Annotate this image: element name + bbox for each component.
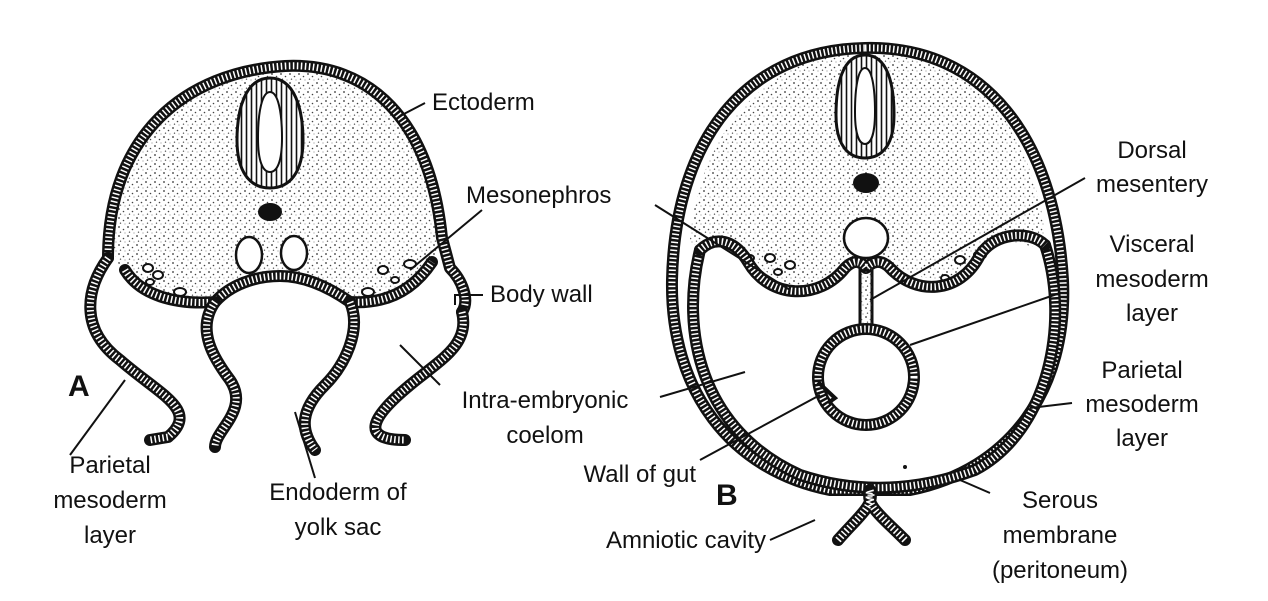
panel-a-mesoderm-margin [119,256,438,309]
panel-a-mesonephric-tubules-left [142,263,187,297]
panel-a-ectoderm [102,59,472,318]
leader-endoderm [294,411,316,479]
label-b-layer: layer [1116,425,1168,452]
panel-a-aorta-left [234,235,264,275]
panel-b-parietal-inner [687,239,1062,494]
label-peritoneum: (peritoneum) [992,557,1128,584]
panel-b-notochord [853,173,879,193]
panel-a-notochord [258,203,282,221]
label-wall-of-gut: Wall of gut [584,461,697,488]
panel-a-yolk-sac-endoderm [200,296,360,456]
leader-intra-coelom [399,344,441,386]
label-visceral-mesoderm: mesoderm [1095,266,1208,293]
panel-a-neural-canal [256,90,284,174]
panel-b-mesentery-fill [860,268,872,335]
panel-a-parietal-left [84,252,186,446]
label-intra-embryonic: Intra-embryonic [462,387,629,414]
panel-a-parietal-right [369,306,470,446]
panel-b-mesoderm-tissue [690,47,1045,286]
label-visceral-layer: layer [1126,300,1178,327]
leader-mesonephros-b [654,204,791,291]
label-a-parietal: Parietal [69,452,150,479]
panel-b: B Dorsal mesentery Visceral mesoderm lay… [584,41,1209,584]
leader-ectoderm [399,102,426,117]
panel-b-neural-canal [853,66,877,146]
panel-b-letter: B [716,479,738,512]
leader-visceral [909,292,1061,346]
label-a-layer: layer [84,522,136,549]
panel-a-aorta-right [279,234,309,272]
leader-mesonephros [409,209,483,271]
label-serous: Serous [1022,487,1098,514]
leader-parietal-b [1029,402,1073,409]
label-visceral: Visceral [1110,231,1195,258]
leader-dorsal-mesentery [869,177,1086,301]
leader-parietal-a [69,379,126,456]
panel-b-visceral-layer [694,229,1051,298]
panel-a-mesonephric-tubules-right [361,259,417,297]
label-coelom: coelom [506,422,583,449]
label-body-wall: Body wall [490,281,593,308]
panel-b-speck [903,465,907,469]
panel-b-gut-notch [816,380,839,405]
leader-serous [959,479,991,494]
leader-wall-of-gut [699,394,821,461]
panel-b-gut-wall [812,323,920,431]
panel-a-letter: A [68,370,90,403]
label-b-mesoderm: mesoderm [1085,391,1198,418]
label-endoderm-of: Endoderm of [269,479,407,506]
leader-intra-coelom-b [659,371,746,398]
label-membrane: membrane [1003,522,1118,549]
label-amniotic-cavity: Amniotic cavity [606,527,766,554]
label-b-parietal: Parietal [1101,357,1182,384]
panel-b-aorta [842,216,890,260]
leader-amniotic [769,519,816,541]
label-mesonephros: Mesonephros [466,182,611,209]
label-mesentery: mesentery [1096,171,1208,198]
panel-b-amnion-cross [832,484,911,546]
panel-a: A Ectoderm Mesonephros Body wall Intra-e… [53,59,629,549]
label-yolk-sac: yolk sac [295,514,382,541]
label-a-mesoderm: mesoderm [53,487,166,514]
label-ectoderm: Ectoderm [432,89,535,116]
label-dorsal: Dorsal [1117,137,1186,164]
leader-body-wall [454,294,483,305]
